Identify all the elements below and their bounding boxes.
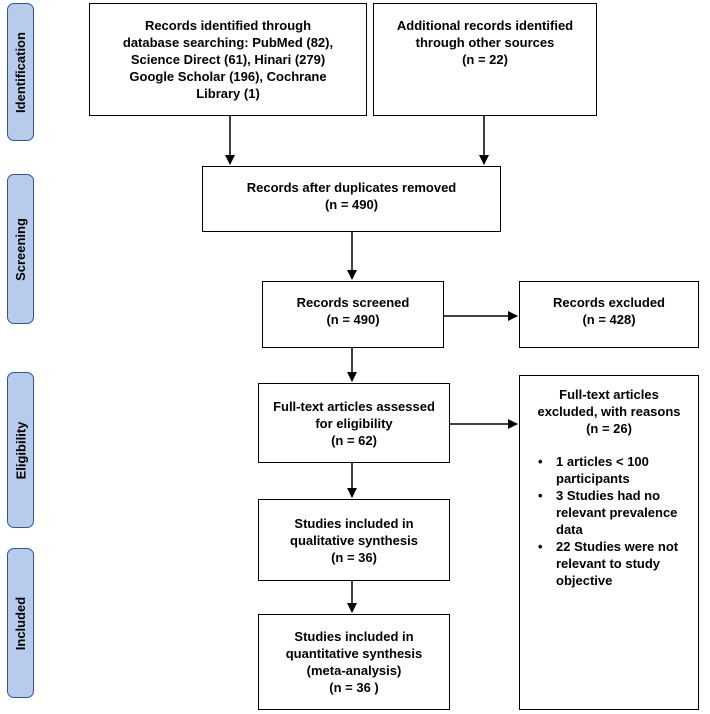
reason-line: 1 articles < 100 bbox=[556, 454, 649, 469]
box-line: Records screened bbox=[296, 295, 410, 310]
heading-line: excluded, with reasons bbox=[537, 404, 681, 419]
box-line: qualitative synthesis bbox=[290, 532, 418, 548]
box-line: Library (1) bbox=[196, 86, 260, 101]
exclusion-reason: 1 articles < 100 participants bbox=[538, 453, 698, 487]
box-line: for eligibility bbox=[315, 415, 393, 431]
box-quantitative-synthesis: Studies included in quantitative synthes… bbox=[258, 614, 450, 710]
phase-screening: Screening bbox=[7, 174, 34, 324]
phase-eligibility: Eligibility bbox=[7, 372, 34, 528]
box-line: (n = 62) bbox=[331, 432, 377, 448]
box-database-search: Records identified through database sear… bbox=[89, 3, 367, 116]
reason-line: relevant to study bbox=[556, 556, 661, 571]
fulltext-excluded-heading: Full-text articles excluded, with reason… bbox=[520, 376, 698, 437]
box-line: Studies included in bbox=[294, 515, 414, 531]
reason-line: relevant prevalence bbox=[556, 505, 678, 520]
reason-line: 3 Studies had no bbox=[556, 488, 661, 503]
box-line: Records identified through bbox=[144, 18, 312, 33]
heading-line: Full-text articles bbox=[559, 387, 659, 402]
phase-identification: Identification bbox=[7, 3, 34, 141]
box-line: Records after duplicates removed bbox=[246, 180, 457, 195]
reason-line: data bbox=[556, 522, 583, 537]
box-other-sources: Additional records identified through ot… bbox=[373, 3, 597, 116]
box-records-screened: Records screened (n = 490) bbox=[262, 281, 444, 348]
box-records-excluded: Records excluded (n = 428) bbox=[519, 281, 699, 348]
exclusion-reason: 3 Studies had no relevant prevalence dat… bbox=[538, 487, 698, 538]
box-line: Records excluded bbox=[553, 295, 665, 310]
box-qualitative-synthesis: Studies included in qualitative synthesi… bbox=[258, 499, 450, 581]
box-line: database searching: PubMed (82), bbox=[122, 35, 334, 50]
box-line: Studies included in bbox=[294, 629, 414, 644]
box-line: through other sources bbox=[415, 35, 555, 50]
box-line: (n = 490) bbox=[324, 197, 379, 212]
reason-line: objective bbox=[556, 573, 613, 588]
box-line: Google Scholar (196), Cochrane bbox=[129, 69, 327, 84]
exclusion-reasons-list: 1 articles < 100 participants 3 Studies … bbox=[520, 437, 698, 589]
box-line: Full-text articles assessed bbox=[273, 398, 435, 414]
heading-line: (n = 26) bbox=[586, 421, 632, 436]
box-line: Additional records identified bbox=[396, 18, 574, 33]
reason-line: participants bbox=[556, 471, 630, 486]
exclusion-reason: 22 Studies were not relevant to study ob… bbox=[538, 538, 698, 589]
box-line: (n = 428) bbox=[582, 312, 636, 327]
box-line: (n = 490) bbox=[326, 312, 380, 327]
phase-included: Included bbox=[7, 548, 34, 698]
box-line: (meta-analysis) bbox=[306, 663, 402, 678]
box-line: (n = 36 ) bbox=[329, 680, 379, 695]
box-after-duplicates: Records after duplicates removed (n = 49… bbox=[202, 166, 501, 232]
reason-line: 22 Studies were not bbox=[556, 539, 679, 554]
box-line: quantitative synthesis bbox=[285, 646, 423, 661]
box-line: Science Direct (61), Hinari (279) bbox=[130, 52, 326, 67]
box-fulltext-assessed: Full-text articles assessed for eligibil… bbox=[258, 383, 450, 463]
box-fulltext-excluded: Full-text articles excluded, with reason… bbox=[519, 375, 699, 710]
box-line: (n = 36) bbox=[331, 549, 377, 565]
box-line: (n = 22) bbox=[462, 52, 508, 67]
